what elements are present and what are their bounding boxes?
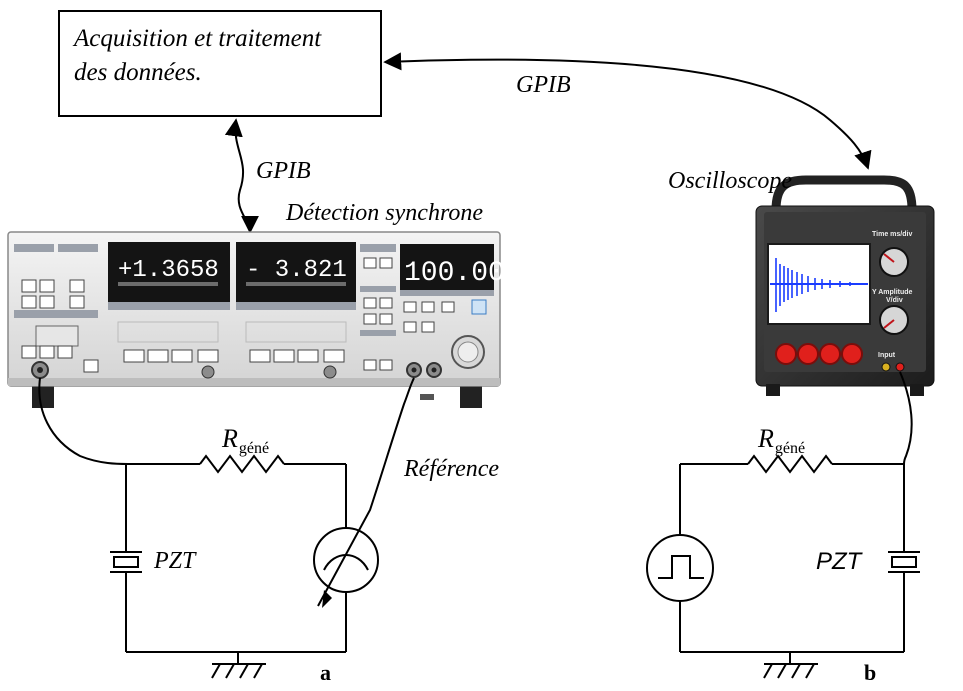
reference-controls <box>403 299 487 378</box>
svg-text:V/div: V/div <box>886 297 903 304</box>
channel-two-controls <box>245 321 347 379</box>
reference-wire-arrow <box>322 590 332 608</box>
lockin-left-controls <box>14 244 99 379</box>
circuit-a <box>38 377 415 679</box>
svg-text:Y Amplitude: Y Amplitude <box>872 289 913 296</box>
resistor-right <box>747 454 833 474</box>
pzt-left-label: PZT <box>154 548 196 574</box>
oscilloscope: Time ms/div Y Amplitude V/div Input <box>755 175 935 396</box>
channel-two-display: - 3.821 <box>236 242 356 310</box>
svg-text:- 3.821: - 3.821 <box>246 257 347 284</box>
scope-button-3 <box>819 343 841 365</box>
acquisition-box: Acquisition et traitement des données. <box>58 10 382 117</box>
resistor-right-symbol: R <box>758 424 774 453</box>
resistor-right-label: Rgéné <box>758 424 805 458</box>
lockin-amplifier: +1.3658 - 3.821 <box>7 231 505 408</box>
svg-text:Input: Input <box>878 352 896 359</box>
channel-one-controls <box>117 321 219 379</box>
reference-source-symbol <box>313 527 379 593</box>
svg-text:+1.3658: +1.3658 <box>118 257 219 284</box>
pzt-left-symbol <box>110 551 142 573</box>
lockin-setup-controls <box>360 244 396 371</box>
reference-label: Référence <box>404 456 500 482</box>
svg-text:Time ms/div: Time ms/div <box>872 231 912 238</box>
resistor-left-symbol: R <box>222 424 238 453</box>
resistor-right-subscript: géné <box>774 440 806 457</box>
resistor-left <box>199 454 285 474</box>
gpib-link-left <box>224 118 259 234</box>
svg-text:100.00: 100.00 <box>404 258 505 289</box>
resistor-left-label: Rgéné <box>222 424 269 458</box>
circuit-b <box>646 371 920 679</box>
scope-input-signal <box>895 362 905 372</box>
scope-button-2 <box>797 343 819 365</box>
ground-b <box>763 652 818 679</box>
lockin-label: Détection synchrone <box>286 200 484 226</box>
acquisition-label: Acquisition et traitement des données. <box>74 22 321 90</box>
scope-button-4 <box>841 343 863 365</box>
reference-display: 100.00 <box>400 244 505 296</box>
scope-trace <box>770 258 868 312</box>
scope-input-ground <box>881 362 891 372</box>
pulse-source-symbol <box>646 534 714 602</box>
acquisition-line-1: Acquisition et traitement <box>74 25 322 52</box>
oscilloscope-label: Oscilloscope <box>668 168 792 194</box>
gpib-right-label: GPIB <box>516 72 571 98</box>
panel-label-b: b <box>864 660 877 685</box>
gpib-link-right <box>383 52 872 170</box>
pzt-right-symbol <box>888 551 920 573</box>
panel-label-a: a <box>320 660 331 685</box>
channel-one-display: +1.3658 <box>108 242 230 310</box>
ground-a <box>211 652 266 679</box>
gpib-left-label: GPIB <box>256 158 311 184</box>
scope-button-1 <box>775 343 797 365</box>
pzt-right-label: PZT <box>816 548 862 575</box>
resistor-left-subscript: géné <box>238 440 270 457</box>
acquisition-line-2: des données. <box>74 59 202 86</box>
